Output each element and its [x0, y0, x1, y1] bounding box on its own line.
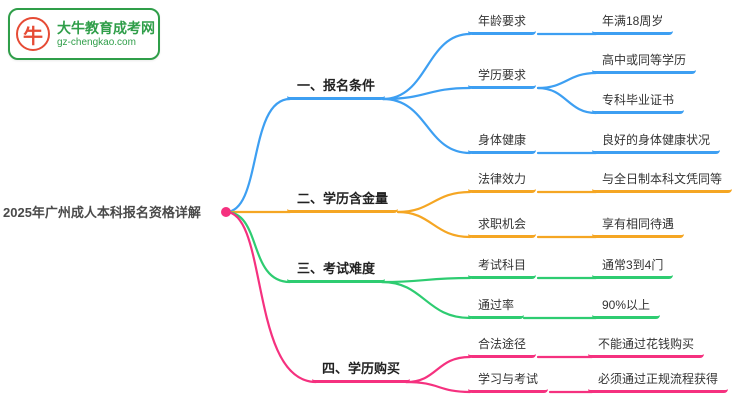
branch-node-1: 一、报名条件 [287, 76, 386, 100]
detail-node: 良好的身体健康状况 [592, 130, 721, 154]
branch-1-connectors [224, 32, 598, 214]
site-name: 大牛教育成考网 [57, 19, 155, 36]
branch-node-2: 二、学历含金量 [287, 189, 399, 213]
subtopic-node: 考试科目 [468, 255, 537, 279]
branch-node-4: 四、学历购买 [312, 359, 411, 383]
subtopic-node: 学习与考试 [468, 369, 549, 393]
detail-node: 与全日制本科文凭同等 [592, 169, 733, 193]
detail-node: 通常3到4门 [592, 255, 674, 279]
detail-node: 专科毕业证书 [592, 90, 685, 114]
subtopic-node: 合法途径 [468, 334, 537, 358]
detail-node: 必须通过正规流程获得 [588, 369, 729, 393]
site-logo: 牛 大牛教育成考网 gz-chengkao.com [8, 8, 160, 60]
branch-3-connectors [224, 210, 598, 320]
subtopic-node: 年龄要求 [468, 11, 537, 35]
detail-node: 不能通过花钱购买 [588, 334, 705, 358]
branch-node-3: 三、考试难度 [287, 259, 386, 283]
bull-logo-icon: 牛 [16, 17, 50, 51]
detail-node: 90%以上 [592, 295, 661, 319]
subtopic-node: 身体健康 [468, 130, 537, 154]
subtopic-node: 求职机会 [468, 214, 537, 238]
site-domain: gz-chengkao.com [57, 36, 136, 48]
subtopic-node: 法律效力 [468, 169, 537, 193]
subtopic-node: 学历要求 [468, 65, 537, 89]
root-topic: 2025年广州成人本科报名资格详解 [3, 205, 201, 220]
logo-text: 大牛教育成考网 gz-chengkao.com [57, 20, 155, 49]
detail-node: 高中或同等学历 [592, 50, 697, 74]
root-anchor-dot [221, 207, 231, 217]
subtopic-node: 通过率 [468, 295, 525, 319]
branch-2-connectors [224, 190, 598, 239]
detail-node: 年满18周岁 [592, 11, 674, 35]
detail-node: 享有相同待遇 [592, 214, 685, 238]
